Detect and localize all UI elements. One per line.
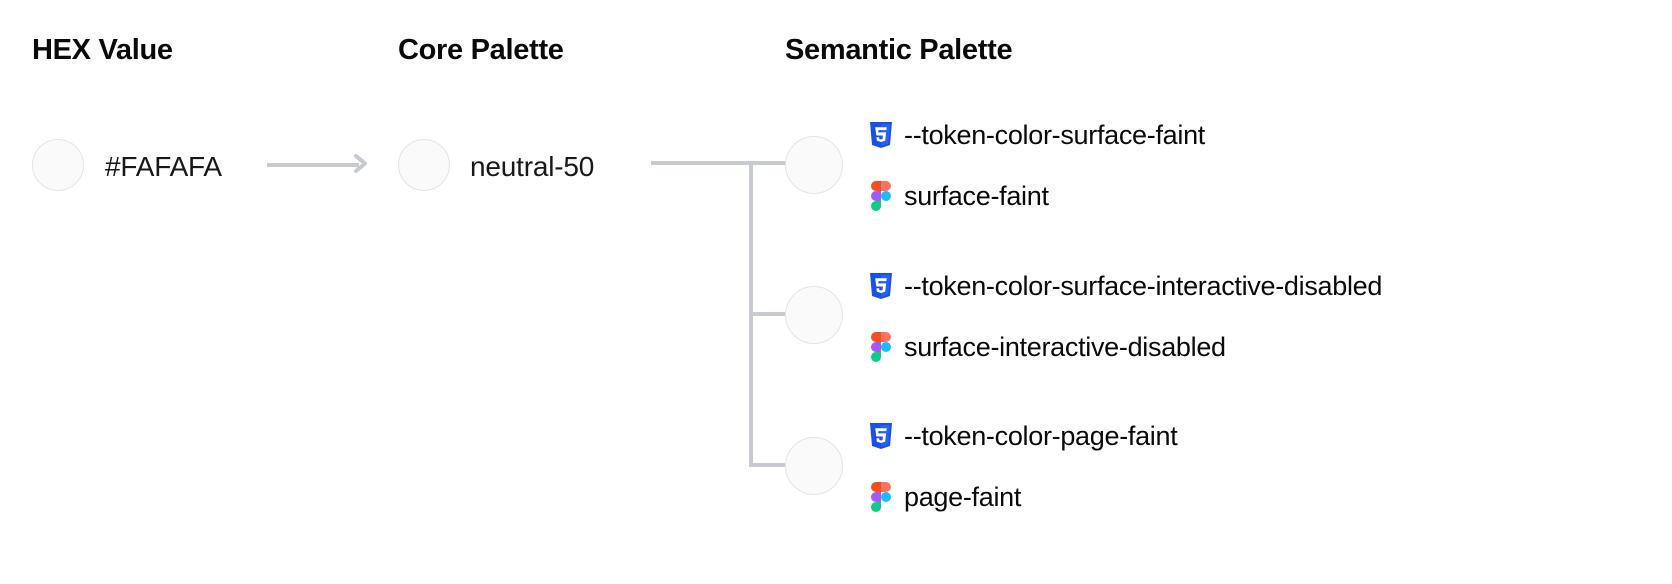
figma-icon — [868, 332, 894, 362]
token-row-css-1: --token-color-surface-faint — [868, 120, 1205, 150]
swatch-semantic-3 — [785, 437, 843, 495]
token-row-css-2: --token-color-surface-interactive-disabl… — [868, 271, 1382, 301]
token-row-css-3: --token-color-page-faint — [868, 420, 1178, 451]
core-palette-label: neutral-50 — [470, 151, 595, 182]
figma-token-name: page-faint — [904, 481, 1022, 512]
css3-icon — [868, 421, 894, 451]
css3-icon — [868, 120, 894, 150]
swatch-semantic-1 — [785, 136, 843, 194]
css-variable-name: --token-color-surface-faint — [904, 119, 1206, 150]
connector-branch-2 — [749, 312, 805, 316]
connector-branch-3 — [749, 463, 805, 467]
column-heading-semantic-palette: Semantic Palette — [785, 34, 1013, 66]
css-variable-name: --token-color-surface-interactive-disabl… — [904, 270, 1383, 301]
css-variable-name: --token-color-page-faint — [904, 420, 1178, 451]
figma-icon — [868, 482, 894, 512]
hex-value-label: #FAFAFA — [105, 151, 222, 182]
figma-token-name: surface-interactive-disabled — [904, 331, 1226, 362]
arrow-right-icon — [353, 154, 375, 176]
connector-branch-1 — [749, 161, 805, 165]
figma-token-name: surface-faint — [904, 180, 1049, 211]
connector-core-trunk-top — [651, 161, 753, 165]
connector-hex-to-core — [267, 163, 359, 167]
swatch-hex-value — [32, 139, 84, 191]
column-heading-hex-value: HEX Value — [32, 34, 173, 66]
token-row-figma-1: surface-faint — [868, 181, 1049, 211]
css3-icon — [868, 271, 894, 301]
token-row-figma-3: page-faint — [868, 482, 1021, 512]
figma-icon — [868, 181, 894, 211]
swatch-core-palette — [398, 139, 450, 191]
token-row-figma-2: surface-interactive-disabled — [868, 332, 1226, 362]
column-heading-core-palette: Core Palette — [398, 34, 564, 66]
swatch-semantic-2 — [785, 286, 843, 344]
